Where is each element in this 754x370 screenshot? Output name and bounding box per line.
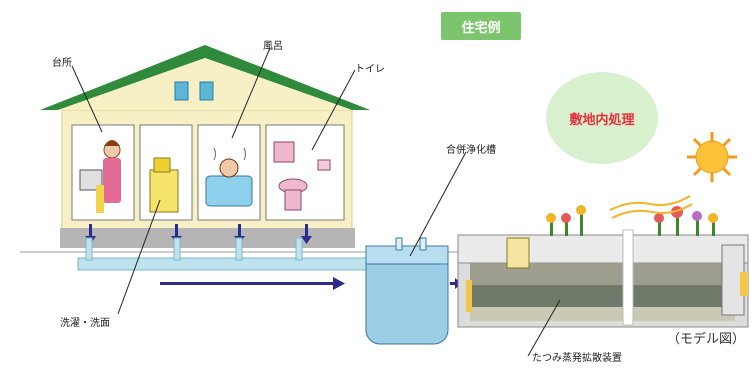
- kitchen-label: 台所: [52, 58, 72, 69]
- room-toilet: [265, 124, 345, 221]
- evaporation-device-label: たつみ蒸発拡散装置: [532, 353, 622, 364]
- kitchen-person-icon: [79, 140, 121, 213]
- washing-machine-icon: [149, 157, 179, 213]
- heat-lines: [609, 195, 693, 219]
- laundry-label: 洗濯・洗面: [60, 318, 110, 329]
- house-foundation: [60, 228, 355, 248]
- septic-tank-label: 合併浄化槽: [446, 145, 496, 156]
- bath-label: 風呂: [263, 41, 283, 52]
- onsite-treatment-label: 敷地内処理: [546, 72, 658, 164]
- leader-lines: [71, 47, 561, 357]
- septic-tank: [365, 237, 449, 345]
- sun-icon: [687, 132, 737, 182]
- toilet-icon: [273, 141, 331, 211]
- attic-window-right: [199, 81, 214, 101]
- flow-arrow: [160, 277, 345, 290]
- page-title: 住宅例: [441, 12, 521, 40]
- attic-window-left: [174, 81, 189, 101]
- drain-pipe: [77, 237, 379, 271]
- model-caption: （モデル図）: [667, 332, 746, 347]
- house: [40, 45, 370, 248]
- toilet-label: トイレ: [355, 64, 385, 75]
- evaporation-device: [457, 229, 749, 328]
- bathtub-icon: [205, 147, 253, 207]
